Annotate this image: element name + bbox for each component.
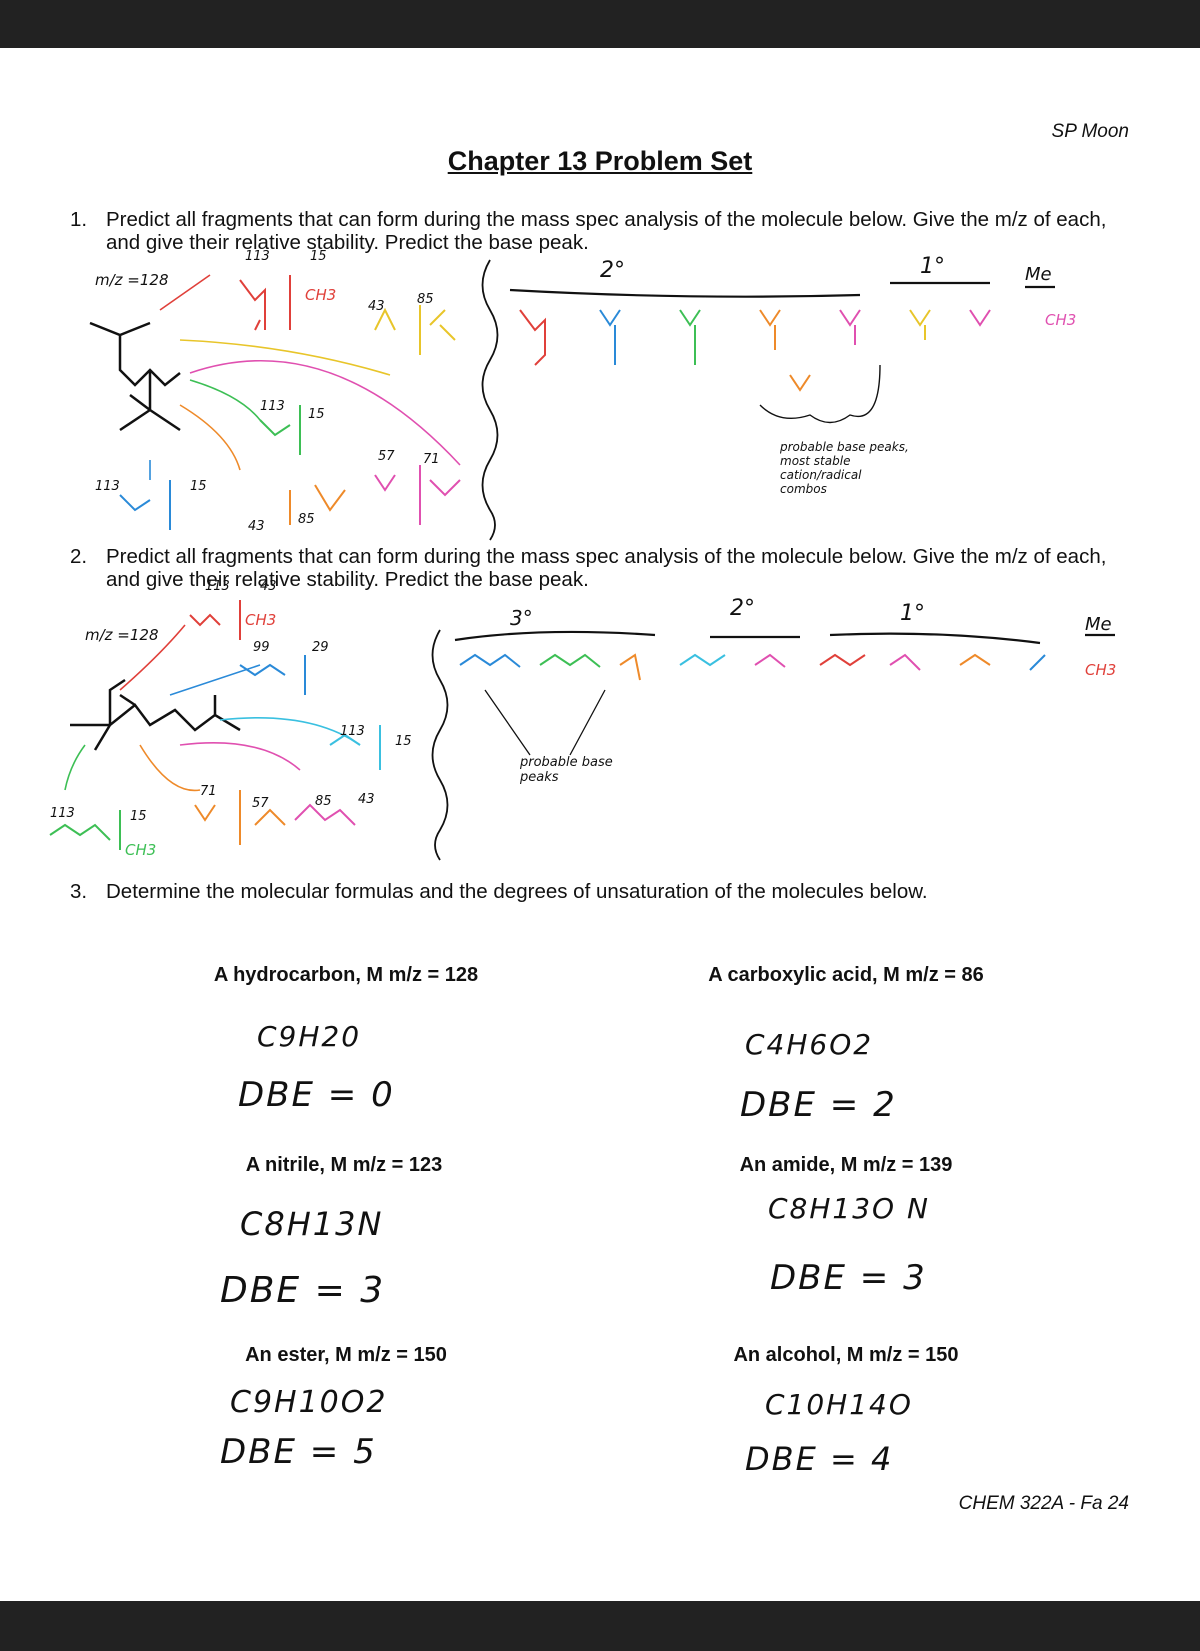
dbe-amide: DBE = 3 <box>770 1258 927 1298</box>
dbe-hydrocarbon: DBE = 0 <box>238 1075 395 1115</box>
compound-label-ester: An ester, M m/z = 150 <box>245 1344 447 1366</box>
mz-label: 43 <box>260 579 277 594</box>
dbe-nitrile: DBE = 3 <box>220 1270 386 1311</box>
class-label-secondary: 2° <box>730 596 755 621</box>
mz-label: 113 <box>245 249 270 264</box>
dbe-alcohol: DBE = 4 <box>745 1440 894 1478</box>
methyl-fragment-label: CH3 <box>245 611 276 629</box>
mz-label: 15 <box>130 809 147 824</box>
class-label-primary: 1° <box>920 254 945 279</box>
mz-label: 113 <box>50 806 75 821</box>
mz-label: 43 <box>358 792 375 807</box>
mz-label: 15 <box>308 407 325 422</box>
class-label-secondary: 2° <box>600 258 625 283</box>
mz-label: 71 <box>200 784 217 799</box>
mz-label: 85 <box>315 794 332 809</box>
compound-label-nitrile: A nitrile, M m/z = 123 <box>245 1154 443 1176</box>
wavy-divider <box>431 629 449 861</box>
methyl-cation-label: CH3 <box>1085 661 1116 679</box>
compound-label-hydrocarbon: A hydrocarbon, M m/z = 128 <box>213 964 479 986</box>
problem-text: Predict all fragments that can form duri… <box>106 208 1107 254</box>
parent-molecule-1 <box>89 321 181 432</box>
mz-label: 43 <box>368 299 385 314</box>
parent-mz-label: m/z =128 <box>85 626 159 644</box>
compound-label-alcohol: An alcohol, M m/z = 150 <box>733 1344 959 1366</box>
top-frame-bar <box>0 0 1200 48</box>
mz-label: 15 <box>190 479 207 494</box>
course-footer: CHEM 322A - Fa 24 <box>958 1493 1129 1514</box>
formula-hydrocarbon: C9H20 <box>257 1020 362 1053</box>
methyl-fragment-label: CH3 <box>125 841 156 859</box>
formula-nitrile: C8H13N <box>240 1205 384 1243</box>
problem-number: 1. <box>70 208 88 231</box>
class-label-methyl: Me <box>1085 614 1112 635</box>
compound-label-amide: An amide, M m/z = 139 <box>739 1154 953 1176</box>
mz-label: 99 <box>253 640 270 655</box>
class-label-primary: 1° <box>900 601 925 626</box>
mz-label: 43 <box>248 519 265 534</box>
mz-label: 113 <box>340 724 365 739</box>
mz-label: 85 <box>417 292 434 307</box>
formula-ester: C9H10O2 <box>230 1385 388 1420</box>
mz-label: 15 <box>310 249 327 264</box>
parent-mz-label: m/z =128 <box>95 271 169 289</box>
mz-label: 29 <box>312 640 329 655</box>
wavy-divider <box>481 259 499 541</box>
formula-amide: C8H13O N <box>768 1192 930 1225</box>
mz-label: 113 <box>205 579 230 594</box>
class-label-tertiary: 3° <box>510 606 533 630</box>
problem-text: Determine the molecular formulas and the… <box>106 880 928 903</box>
compound-label-carboxylic-acid: A carboxylic acid, M m/z = 86 <box>708 964 984 986</box>
class-label-methyl: Me <box>1025 264 1052 285</box>
problem-text: Predict all fragments that can form duri… <box>106 545 1107 591</box>
bottom-frame-bar <box>0 1601 1200 1651</box>
problem-number: 3. <box>70 880 88 903</box>
fragment-mz-labels: 113 15 43 85 113 15 57 71 113 15 43 85 C… <box>95 249 440 534</box>
mz-label: 113 <box>260 399 285 414</box>
mz-label: 113 <box>95 479 120 494</box>
dbe-carboxylic-acid: DBE = 2 <box>740 1085 897 1125</box>
mz-label: 85 <box>298 512 315 527</box>
parent-molecule-2 <box>70 678 241 751</box>
mz-label: 57 <box>252 796 269 811</box>
base-peak-note: probable base peaks, most stable cation/… <box>780 440 909 496</box>
problem-number: 2. <box>70 545 88 568</box>
mz-label: 57 <box>378 449 395 464</box>
methyl-fragment-label: CH3 <box>305 286 336 304</box>
base-peak-note: probable base peaks <box>520 755 613 785</box>
formula-alcohol: C10H14O <box>765 1388 913 1421</box>
author-name: SP Moon <box>1051 121 1129 142</box>
problem-1: 1. Predict all fragments that can form d… <box>70 208 1134 254</box>
dbe-ester: DBE = 5 <box>220 1432 377 1472</box>
formula-carboxylic-acid: C4H6O2 <box>745 1028 874 1061</box>
mz-label: 15 <box>395 734 412 749</box>
problem-3: 3. Determine the molecular formulas and … <box>70 880 1134 903</box>
problem-2-sketch: m/z =128 113 43 99 29 113 15 71 57 85 43… <box>49 579 1116 861</box>
problem-2: 2. Predict all fragments that can form d… <box>70 545 1134 591</box>
mz-label: 71 <box>423 452 440 467</box>
problem-1-sketch: m/z =128 113 15 43 85 113 15 57 71 113 1… <box>89 249 1076 541</box>
page-title: Chapter 13 Problem Set <box>447 146 753 176</box>
methyl-cation-label: CH3 <box>1045 311 1076 329</box>
